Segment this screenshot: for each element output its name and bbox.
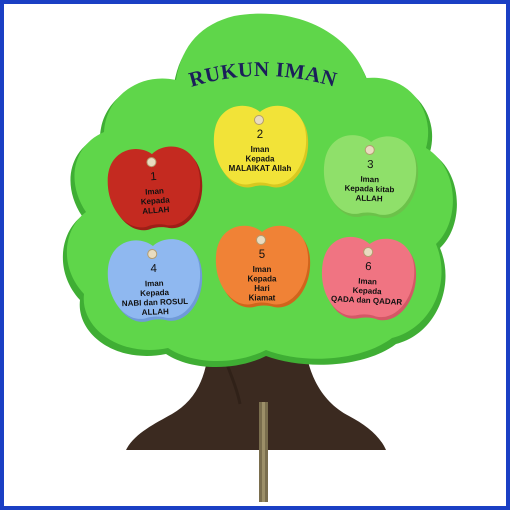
wooden-peg [363, 246, 374, 257]
apple-text-line: Iman [145, 186, 164, 196]
apple-text-line: Kepada [248, 275, 277, 284]
apple-text-line: Kepada [246, 155, 275, 164]
wooden-stand [259, 402, 268, 502]
apple-number: 1 [150, 171, 157, 183]
apple-number: 2 [257, 129, 263, 141]
apple-text-line: Kiamat [249, 294, 276, 303]
apple-shape [215, 225, 309, 305]
apple-text-line: ALLAH [142, 205, 170, 216]
apple-shape [213, 105, 307, 185]
apple-shape [107, 146, 201, 228]
apple-text-line: Kepada [352, 286, 382, 297]
apple-number: 4 [150, 263, 157, 275]
apple-text-line: ALLAH [142, 307, 170, 317]
wooden-peg [254, 115, 264, 125]
apple-text-line: Iman [145, 279, 164, 289]
apple-text-line: Kepada [140, 288, 170, 298]
apple-number: 5 [259, 249, 265, 261]
apple-text-line: NABI dan ROSUL [122, 297, 189, 308]
apple-number: 6 [365, 261, 372, 273]
apple-text-line: Kepada [140, 195, 170, 206]
apple-shape [107, 239, 201, 319]
apple-text-line: Kepada kitab [344, 184, 394, 195]
wooden-peg [146, 157, 157, 168]
apple-text-line: Iman [251, 145, 270, 154]
apple-text-line: Hari [254, 284, 270, 293]
apple-shape [321, 236, 415, 318]
apple-text-line: ALLAH [355, 194, 383, 204]
wooden-peg [147, 249, 158, 260]
apple-shape [323, 135, 417, 215]
apple-text-line: QADA dan QADAR [331, 294, 403, 307]
wooden-peg [364, 144, 375, 155]
apple-number: 3 [367, 159, 374, 171]
apple-text-line: Iman [253, 265, 272, 274]
apple-text-line: Iman [358, 277, 377, 287]
apple-text-line: MALAIKAT Allah [229, 164, 292, 173]
wooden-peg [256, 235, 266, 245]
apple-text-line: Iman [360, 175, 379, 185]
rukun-iman-tree-photo: RUKUN IMAN 1ImanKepadaALLAH2ImanKepadaMA… [62, 13, 457, 502]
